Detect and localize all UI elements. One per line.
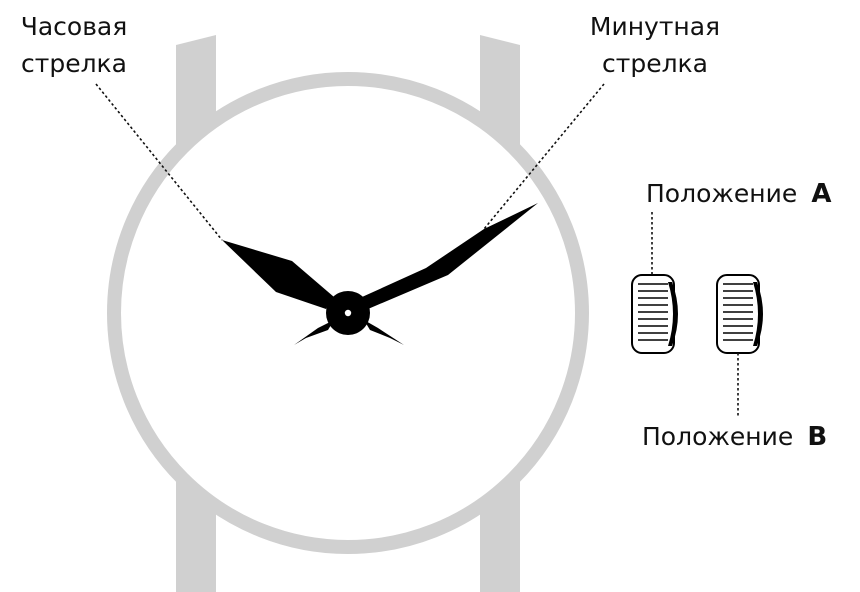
position-b-letter: B [807,422,827,452]
position-a-word: Положение [646,179,797,208]
minute-hand-label: Минутная стрелка [590,12,720,78]
minute-hand-label-line2: стрелка [602,49,708,78]
position-a-label: Положение A [646,179,831,209]
hour-hand-label-line2: стрелка [21,49,127,78]
crown-position-a [632,275,678,353]
crown-position-b [717,275,763,353]
position-a-letter: A [811,179,831,209]
position-b-word: Положение [642,422,793,451]
minute-hand-label-line1: Минутная [590,12,720,41]
hour-hand-label: Часовая стрелка [21,12,128,78]
crown-a-body [632,275,674,353]
hour-hand-label-line1: Часовая [21,12,128,41]
crown-b-body [717,275,759,353]
position-b-label: Положение B [642,422,827,452]
center-pin [345,310,351,316]
